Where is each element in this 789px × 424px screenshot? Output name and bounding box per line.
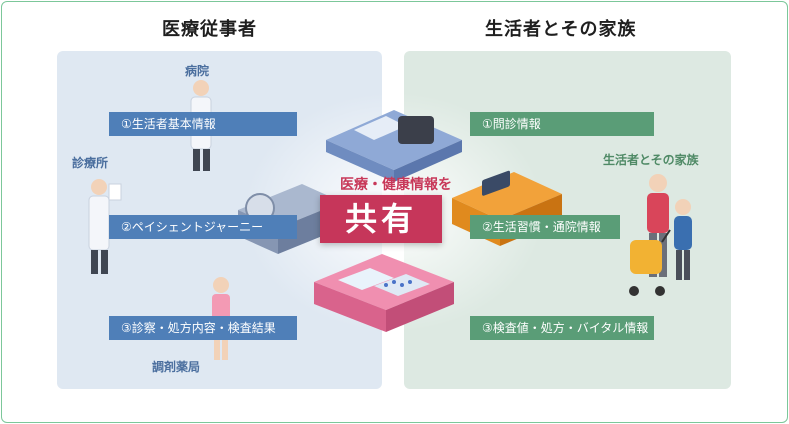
family-side-label: 生活者とその家族: [603, 153, 699, 167]
vital-info-bar: ③検査値・処方・バイタル情報: [470, 316, 654, 340]
interview-info-bar: ①問診情報: [470, 112, 654, 136]
clinic-doctor-figure: [88, 179, 122, 274]
clinic-label: 診療所: [72, 156, 109, 170]
share-caption: 医療・健康情報を: [340, 177, 452, 193]
medical-staff-heading: 医療従事者: [162, 19, 257, 40]
share-badge: 共有: [320, 195, 442, 243]
family-heading: 生活者とその家族: [485, 19, 637, 40]
family-figure: [629, 174, 692, 296]
hospital-label: 病院: [185, 64, 210, 78]
pharmacy-label: 調剤薬局: [152, 360, 201, 374]
lifestyle-info-bar: ②生活習慣・通院情報: [470, 215, 620, 239]
basic-info-bar: ①生活者基本情報: [109, 112, 297, 136]
patient-journey-bar: ②ペイシェントジャーニー: [109, 215, 297, 239]
exam-results-bar: ③診察・処方内容・検査結果: [109, 316, 297, 340]
